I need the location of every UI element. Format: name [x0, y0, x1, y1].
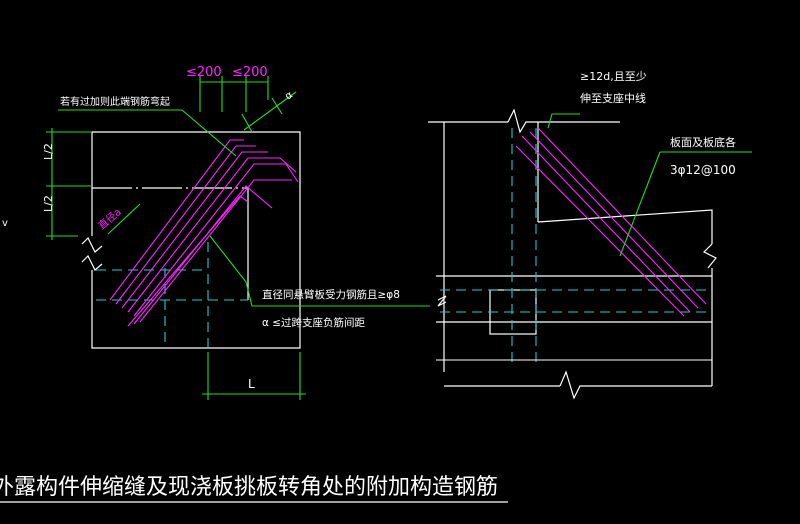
note-anchor-1: ≥12d,且至少	[580, 70, 647, 83]
dim-top-2: ≤200	[232, 65, 268, 80]
right-centerlines	[440, 128, 712, 368]
side-mark: v	[2, 218, 8, 229]
left-detail: ≤200 ≤200 α 若有过加则此端钢筋弯起 L/2 L/2 v 直径a L …	[2, 65, 430, 400]
note-layer: 板面及板底各	[670, 135, 736, 149]
note-spacing: α ≤过跨支座负筋间距	[262, 316, 366, 329]
dim-bottom: L	[248, 377, 255, 391]
left-structure-outline	[81, 131, 301, 349]
drawing-caption: 外露构件伸缩缝及现浇板挑板转角处的附加构造钢筋	[0, 475, 498, 500]
note-bars: 3φ12@100	[670, 163, 736, 177]
right-structure-outline	[428, 108, 717, 400]
dim-half-1: L/2	[42, 143, 55, 160]
dim-top-1: ≤200	[186, 65, 222, 80]
note-anchor-2: 伸至支座中线	[580, 91, 646, 105]
rebar-tag: 直径a	[95, 205, 123, 232]
dim-half-2: L/2	[42, 195, 55, 212]
right-detail: ≥12d,且至少 伸至支座中线 板面及板底各 3φ12@100	[428, 70, 752, 400]
note-bend: 若有过加则此端钢筋弯起	[60, 95, 170, 108]
left-centerlines	[96, 242, 248, 348]
note-diameter: 直径同悬臂板受力钢筋且≥φ8	[262, 288, 400, 301]
right-rebars	[515, 127, 707, 317]
right-dimensions	[436, 113, 752, 361]
left-dimensions	[46, 76, 430, 400]
caption-block: 外露构件伸缩缝及现浇板挑板转角处的附加构造钢筋	[0, 475, 508, 503]
left-rebars	[109, 139, 299, 327]
